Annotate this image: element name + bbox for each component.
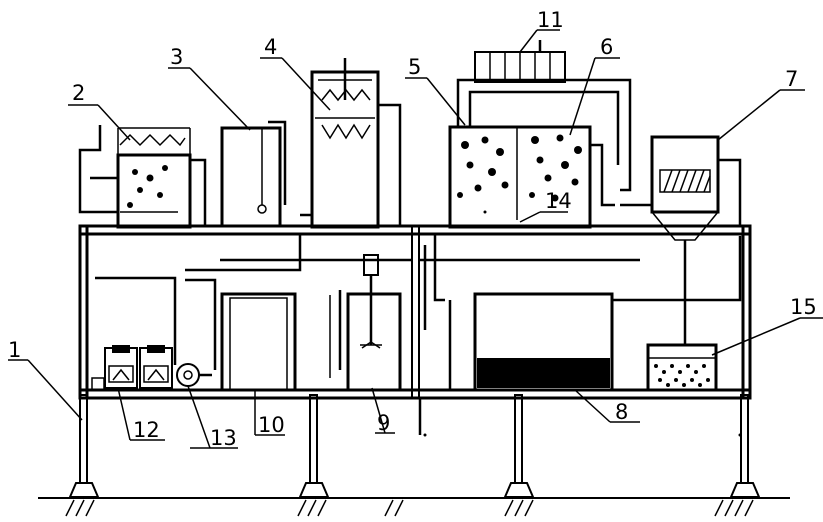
unit-7-settler (620, 135, 742, 345)
unit-13-blower (176, 363, 212, 387)
unit-8-tank (473, 292, 614, 392)
unit-12-pumps (91, 345, 173, 391)
label-10: 10 (258, 413, 285, 437)
unit-2-tank (78, 125, 207, 229)
unit-11-manifold (474, 40, 566, 83)
label-7: 7 (785, 67, 798, 91)
label-6: 6 (600, 35, 613, 59)
label-1: 1 (8, 338, 21, 362)
unit-10-tank (220, 292, 297, 392)
label-15: 15 (790, 295, 817, 319)
unit-4-tower (300, 58, 402, 229)
unit-5-6-reactor (448, 78, 632, 229)
label-13: 13 (210, 426, 237, 450)
unit-9-mixer (346, 254, 402, 392)
label-4: 4 (264, 35, 277, 59)
lower-piping (95, 235, 742, 437)
label-8: 8 (615, 400, 628, 424)
label-2: 2 (72, 81, 85, 105)
unit-3-tank (220, 120, 287, 228)
ground (38, 497, 790, 517)
label-5: 5 (408, 55, 421, 79)
support-legs (68, 394, 761, 498)
leader-lines (8, 29, 823, 449)
label-12: 12 (133, 418, 160, 442)
callout-labels: 1 2 3 4 5 6 7 8 9 10 11 12 13 14 15 (8, 8, 817, 450)
label-9: 9 (377, 411, 390, 435)
label-11: 11 (537, 8, 564, 32)
unit-15-filter (646, 343, 718, 392)
label-3: 3 (170, 45, 183, 69)
frame-structure (78, 224, 752, 400)
label-14: 14 (545, 189, 572, 213)
